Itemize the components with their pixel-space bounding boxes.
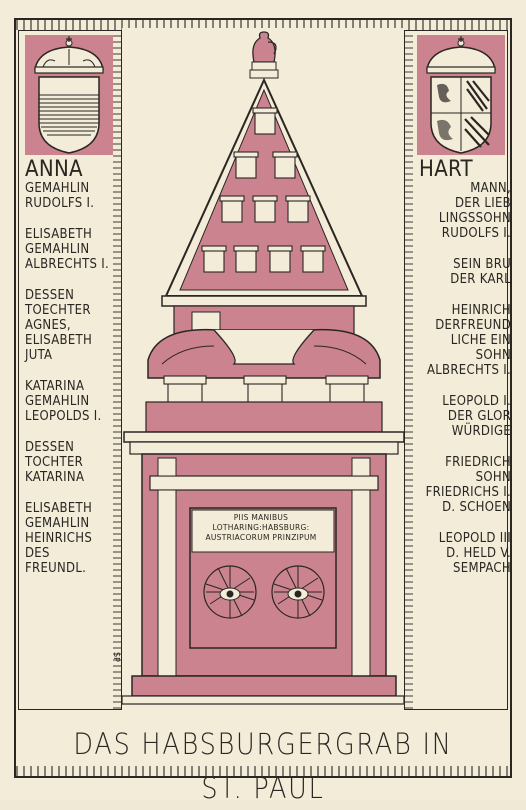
urns-icon: [201, 107, 326, 273]
inscription-line-3: AUSTRIACORUM PRINZIPUM: [205, 533, 317, 542]
right-ornament-strip: [405, 31, 413, 709]
right-entry-3: HEINRICH DERFREUND LICHE EIN SOHN ALBREC…: [426, 303, 511, 378]
right-entry-0: HART: [419, 157, 473, 182]
right-entry-5: FRIEDRICH SOHN FRIEDRICHS I. D. SCHOEN: [425, 455, 511, 515]
left-entry-0: ANNA: [25, 157, 83, 182]
left-ornament-strip: [113, 31, 121, 709]
right-entry-6: LEOPOLD III D. HELD V. SEMPACH: [438, 531, 511, 576]
right-names-list: HART MANN, DER LIEB LINGSSOHN RUDOLFS I.…: [419, 159, 511, 592]
tomb-inscription: PIIS MANIBUS LOTHARING:HABSBURG: AUSTRIA…: [191, 513, 331, 543]
right-entry-4: LEOPOLD I. DER GLOR WÜRDIGE: [442, 394, 511, 439]
left-entry-5: DESSEN TOCHTER KATARINA: [25, 440, 85, 485]
right-column: HART MANN, DER LIEB LINGSSOHN RUDOLFS I.…: [404, 30, 511, 710]
outer-frame: [14, 18, 512, 778]
inscription-line-2: LOTHARING:HABSBURG:: [212, 523, 310, 532]
inscription-line-1: PIIS MANIBUS: [233, 513, 289, 522]
jug-icon: [249, 31, 279, 79]
left-names-list: ANNA GEMAHLIN RUDOLFS I. ELISABETH GEMAH…: [25, 159, 117, 592]
top-ornament-band: [16, 20, 510, 30]
left-column: ANNA GEMAHLIN RUDOLFS I. ELISABETH GEMAH…: [18, 30, 122, 710]
card-title: DAS HABSBURGERGRAB IN ST. PAUL: [73, 727, 453, 805]
left-entry-6: ELISABETH GEMAHLIN HEINRICHS DES FREUNDL…: [25, 501, 93, 576]
tomb-monument-illustration: [122, 28, 404, 718]
bottom-ornament-band: [16, 766, 510, 776]
right-coat-of-arms-icon: [417, 35, 505, 155]
artist-signature: SP: [112, 652, 121, 662]
left-entry-3: DESSEN TOECHTER AGNES, ELISABETH JUTA: [25, 288, 93, 363]
right-entry-2: SEIN BRU DER KARL: [450, 257, 511, 287]
left-entry-2: ELISABETH GEMAHLIN ALBRECHTS I.: [25, 227, 110, 272]
left-entry-1: GEMAHLIN RUDOLFS I.: [25, 181, 95, 211]
left-entry-4: KATARINA GEMAHLIN LEOPOLDS I.: [25, 379, 102, 424]
right-entry-1: MANN, DER LIEB LINGSSOHN RUDOLFS I.: [438, 181, 511, 241]
left-coat-of-arms-icon: [25, 35, 113, 155]
